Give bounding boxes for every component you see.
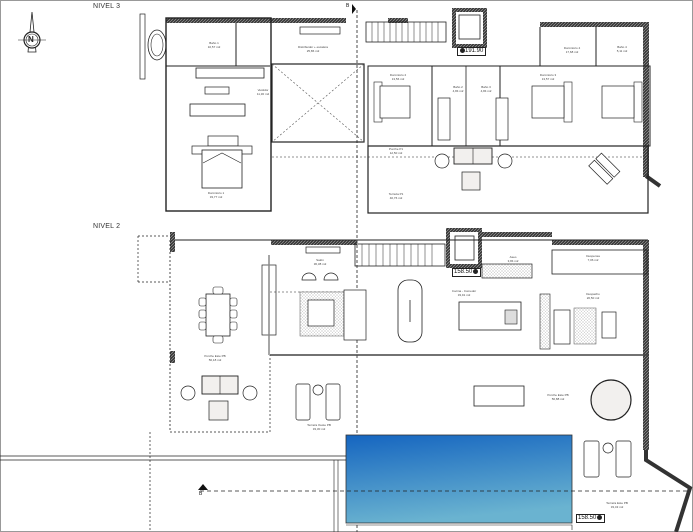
dining-table-icon <box>198 286 238 344</box>
sofa-icon <box>434 147 513 191</box>
bed-icon <box>191 135 253 189</box>
section-marker-top: B <box>346 3 350 9</box>
elevation-tag-pool: 158.50 <box>576 514 606 524</box>
level-3-title: NIVEL 3 <box>93 3 121 10</box>
elevation-tag-level-2: 158.50 <box>452 268 482 278</box>
bed-icon <box>531 81 573 123</box>
elevation-tag-level-3: 191.90 <box>457 47 487 57</box>
stairs-icon <box>365 21 447 43</box>
round-daybed-icon <box>590 379 632 421</box>
stairs-icon <box>354 243 446 267</box>
north-label: N <box>28 35 34 44</box>
swimming-pool <box>345 434 573 524</box>
north-arrow-icon <box>18 11 46 53</box>
dining-table-icon <box>397 279 423 343</box>
level-2-title: NIVEL 2 <box>93 223 121 230</box>
section-marker-left: B <box>199 491 203 497</box>
bed-icon <box>373 81 411 123</box>
sofa-icon <box>180 375 258 421</box>
sun-lounger-icon <box>295 383 341 421</box>
dining-table-icon <box>473 385 525 407</box>
sun-lounger-icon <box>588 152 621 185</box>
bed-icon <box>601 81 643 123</box>
sun-lounger-icon <box>583 440 632 478</box>
